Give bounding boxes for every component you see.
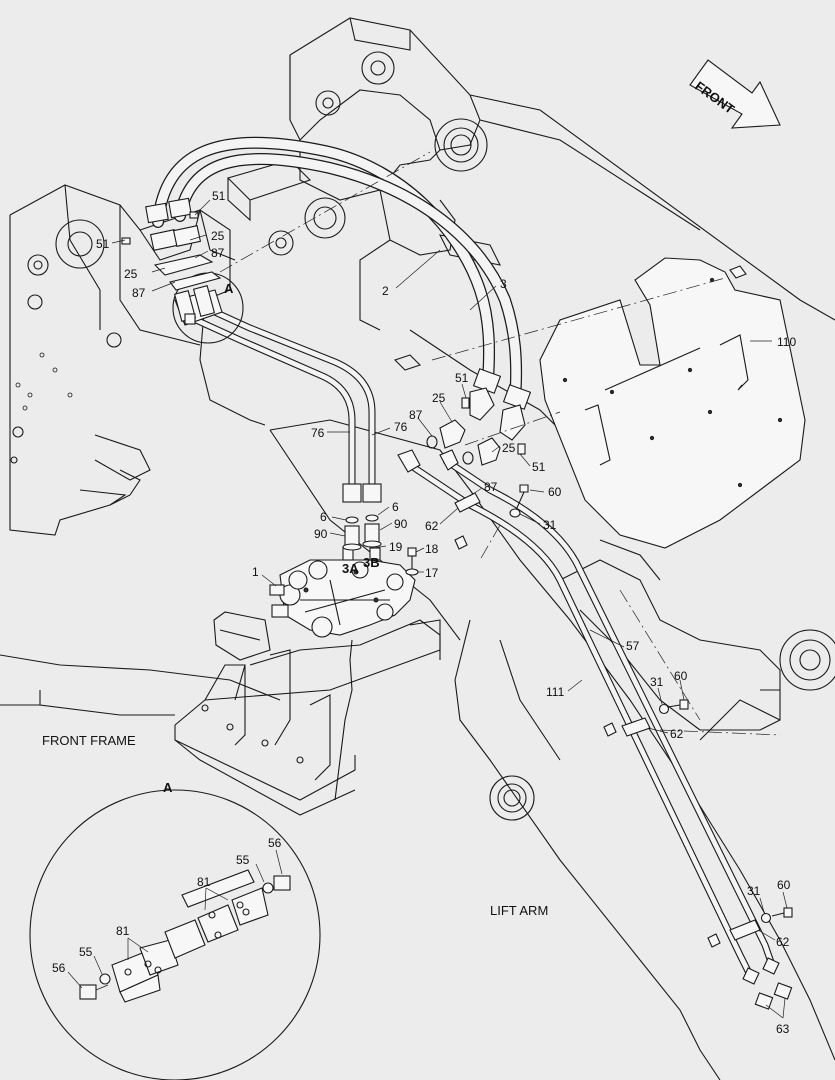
block-a-upper [121,211,244,344]
part-label: 55 [236,853,250,867]
part-label: 3B [363,555,380,570]
detail-title: A [163,780,173,795]
part-label: 57 [626,639,640,653]
part-label: 62 [670,727,684,741]
pipes-76 [194,304,382,503]
cover-plate [539,257,806,549]
front-arrow-icon: FRONT [689,59,781,129]
part-label: 25 [502,441,516,455]
part-label: 6 [392,500,399,514]
part-label: 25 [211,229,225,243]
valve-mount-bracket [174,611,441,816]
part-label: 76 [394,420,408,434]
detail-view-a: A [29,780,321,1080]
part-label: 76 [311,426,325,440]
main-frame-tower [226,17,835,331]
part-label: 1 [252,565,259,579]
part-label: 60 [777,878,791,892]
part-label: 60 [548,485,562,499]
part-label: 51 [212,189,226,203]
part-label: 2 [382,284,389,298]
part-label: 90 [394,517,408,531]
part-label: 31 [543,518,557,532]
lift-arm-caption: LIFT ARM [490,903,548,918]
hose-3 [174,153,523,406]
part-label: 87 [409,408,423,422]
part-label: 3A [342,561,359,576]
detail-callout: A [224,281,234,296]
part-label: 81 [116,924,130,938]
front-frame-structure [0,184,281,716]
clamps-62 [454,492,761,948]
part-label: 87 [132,286,146,300]
adapters-90 [342,514,382,551]
part-label: 56 [52,961,66,975]
part-label: 87 [484,480,498,494]
part-label: 56 [268,836,282,850]
pipes-57-111 [397,449,780,985]
bolts-60 [509,484,793,924]
part-label: 3 [500,277,507,291]
part-label: 31 [747,884,761,898]
part-label: 19 [389,540,403,554]
part-label: 110 [777,335,796,349]
caps-63 [754,982,793,1010]
part-label: 31 [650,675,664,689]
part-label: 60 [674,669,688,683]
part-label: 81 [197,875,211,889]
drain-line [334,639,353,801]
part-label: 62 [776,935,790,949]
part-label: 25 [124,267,138,281]
part-number-labels: 51 51 25 87 25 87 2 3 110 51 25 87 25 51… [52,189,796,1036]
control-valve [269,547,416,638]
front-frame-caption: FRONT FRAME [42,733,136,748]
flanges-right [426,397,526,466]
part-label: 111 [546,685,565,699]
part-label: 87 [211,246,225,260]
part-label: 90 [314,527,328,541]
hose-fittings-upper [145,197,532,441]
part-label: 51 [455,371,469,385]
part-label: 25 [432,391,446,405]
part-label: 51 [532,460,546,474]
part-label: 6 [320,510,327,524]
part-label: 18 [425,542,439,556]
leader-lines [111,199,788,1019]
center-lines [219,151,781,736]
part-label: 51 [96,237,110,251]
part-label: 17 [425,566,439,580]
hose-2 [152,136,496,386]
part-label: 62 [425,519,439,533]
part-label: 55 [79,945,93,959]
part-label: 63 [776,1022,790,1036]
